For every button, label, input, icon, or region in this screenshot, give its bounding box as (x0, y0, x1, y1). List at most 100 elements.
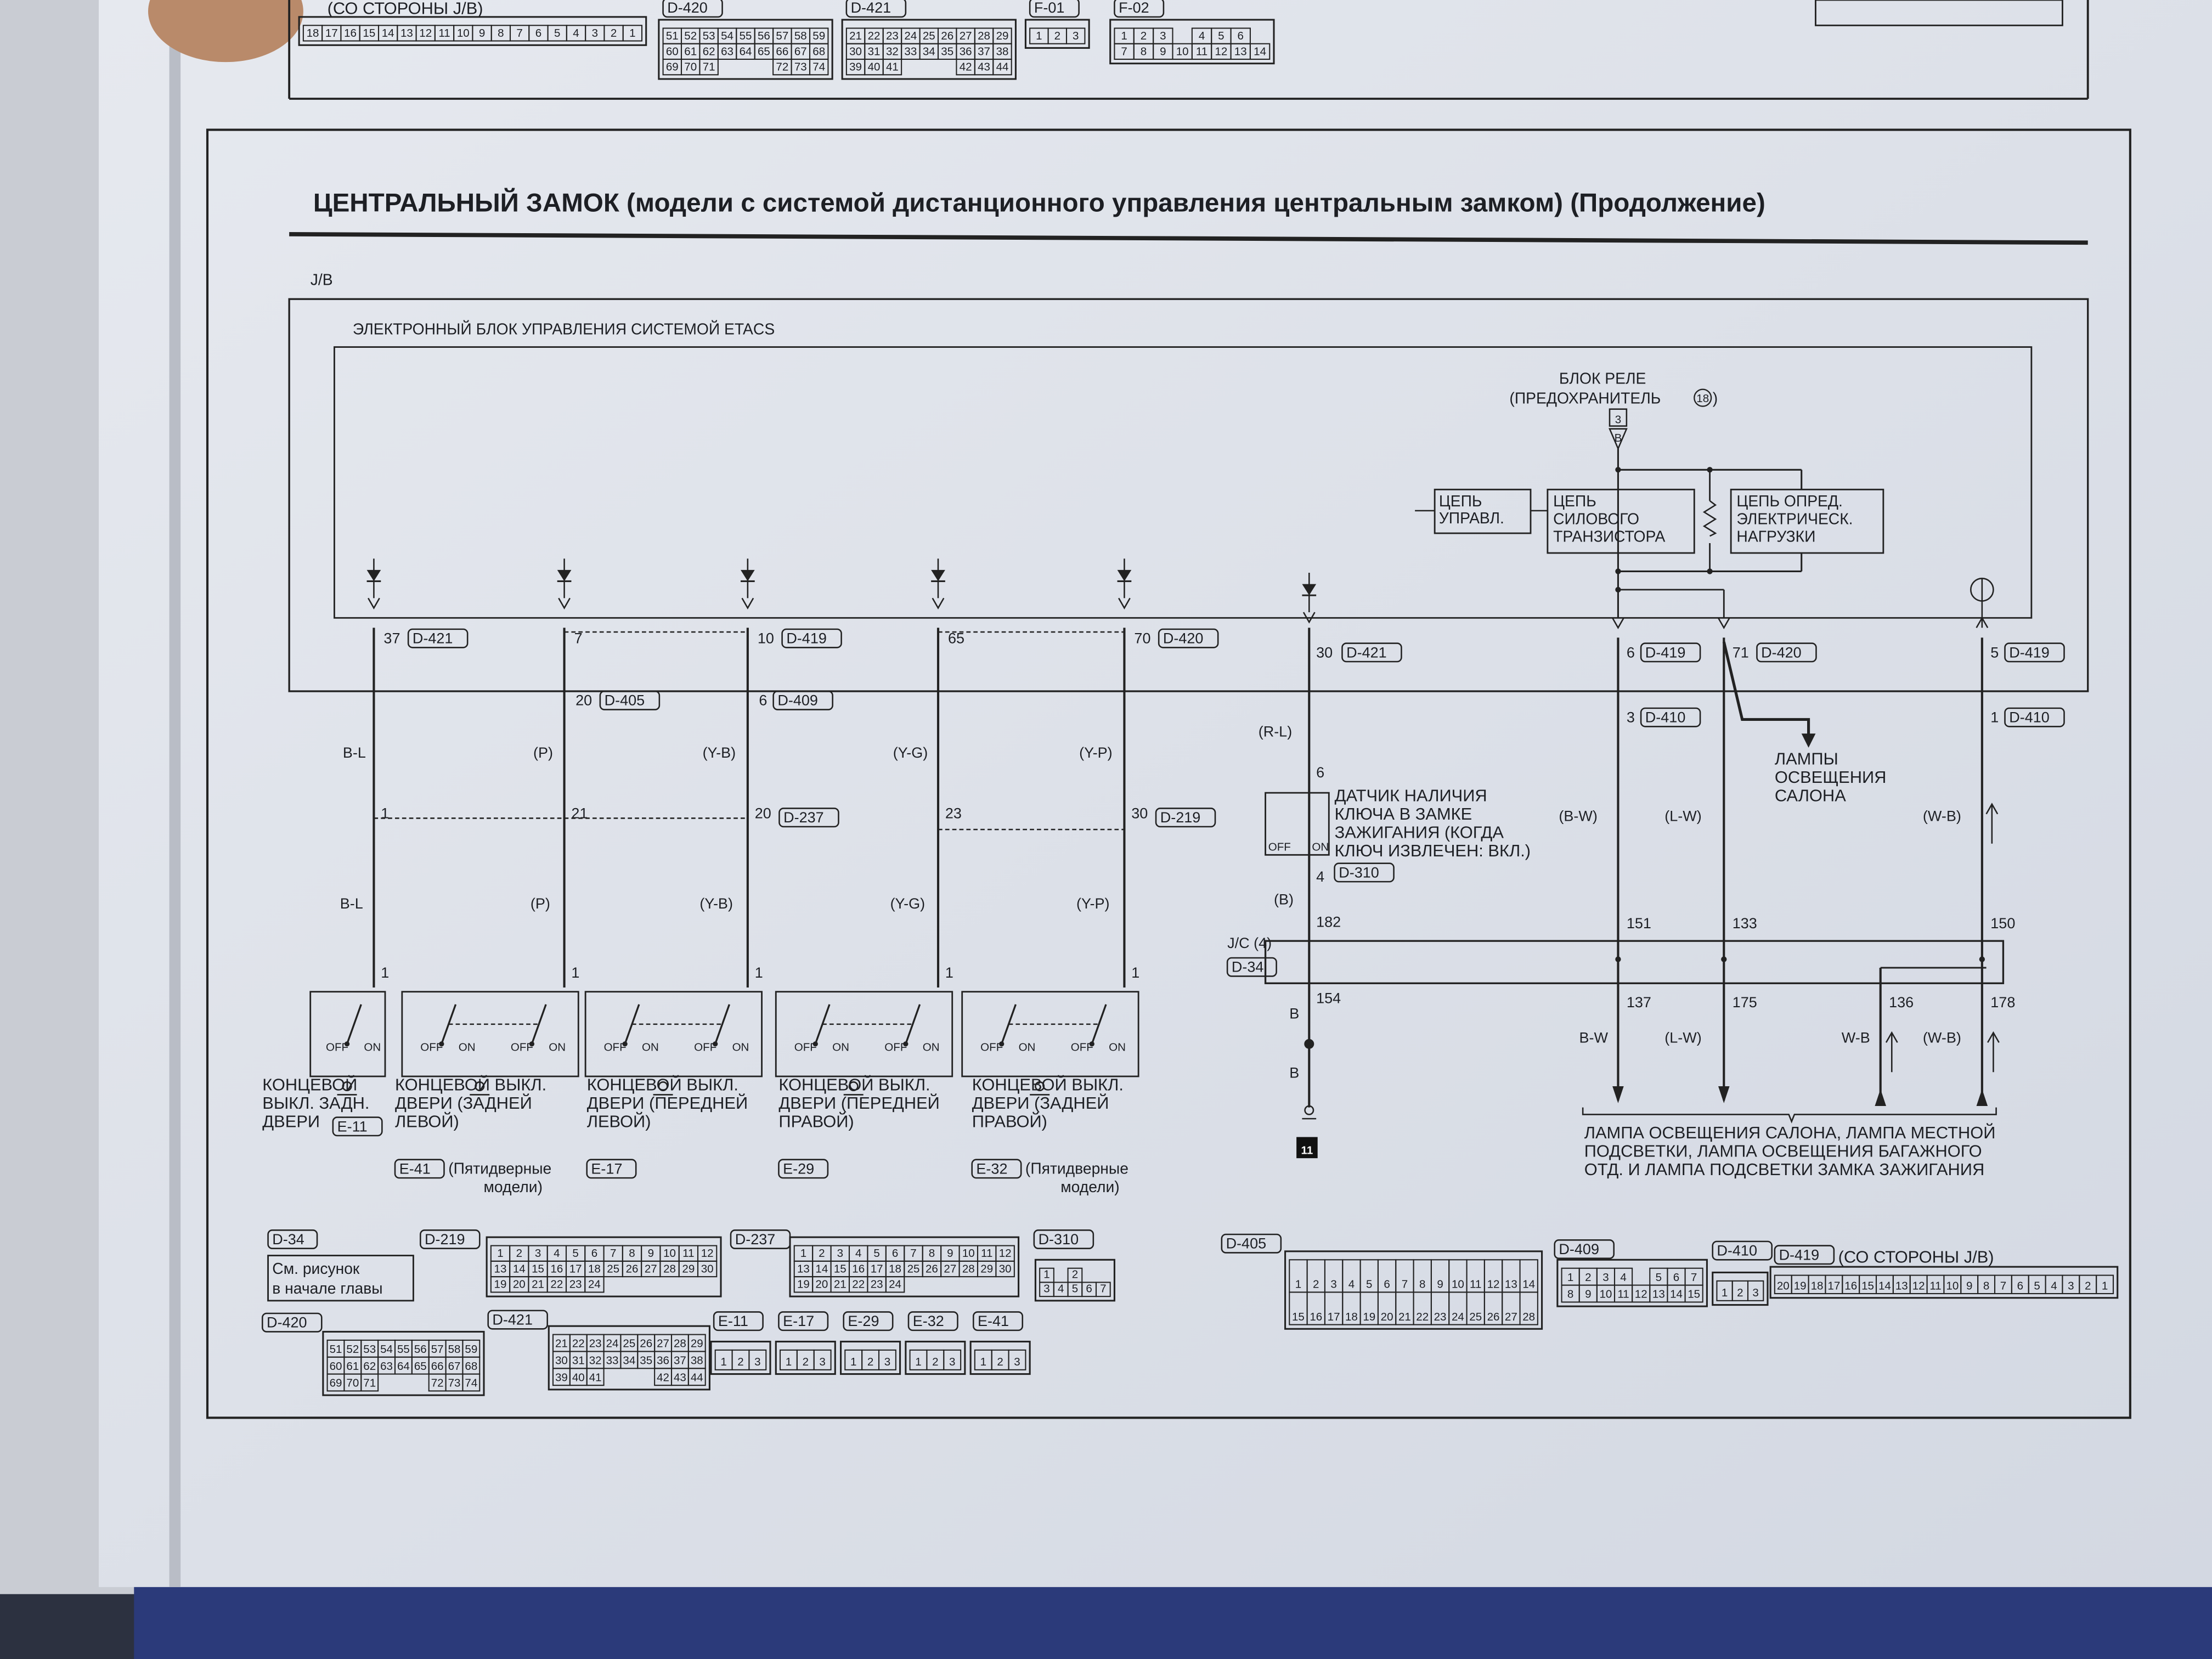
terminal-box (1609, 408, 1628, 427)
connector-housing (1556, 1259, 1708, 1307)
pin-number: 2 (1141, 30, 1147, 42)
diagram-frame (206, 128, 2131, 1419)
connector-tag-frame (971, 1159, 1022, 1179)
ground-point-badge (1296, 1137, 1318, 1159)
pin-cell (885, 1276, 905, 1293)
pin-number: 18 (1345, 1311, 1358, 1323)
connector-tag-frame (907, 1311, 958, 1331)
pin-number: 23 (569, 1278, 582, 1291)
jb-pin: 1 (1990, 709, 1999, 726)
pin: 6 (1316, 764, 1324, 781)
pin-number: 4 (554, 1247, 560, 1260)
connector-label: E-41 (978, 1313, 1009, 1329)
pin-number: 67 (448, 1360, 461, 1373)
switch-connector-tag: E-29 (783, 1160, 814, 1177)
connector-side-note: (СО СТОРОНЫ J/B) (1838, 1247, 1994, 1266)
pin-number: 23 (871, 1278, 883, 1291)
switch-connector-tag: E-41 (399, 1160, 431, 1177)
jc-out-pin: 178 (1990, 994, 2015, 1011)
key-sensor-label-line: КЛЮЧА В ЗАМКЕ (1335, 804, 1472, 823)
pin-number: 19 (494, 1278, 507, 1291)
arrow-down-icon (1801, 733, 1816, 748)
pin-number: 24 (1452, 1311, 1464, 1323)
pin-number: 18 (889, 1262, 901, 1275)
junction (1707, 568, 1713, 574)
wire-color-lower: B-L (340, 895, 363, 912)
pin-number: 26 (941, 30, 953, 42)
switch-label-line: ДВЕРИ (ПЕРЕДНЕЙ (778, 1093, 939, 1113)
door-switch-box (961, 991, 1139, 1077)
connector-tag-frame (599, 690, 661, 710)
see-figure-note-box (267, 1255, 414, 1302)
pin-cell (992, 58, 1012, 76)
interior-lamps-label: САЛОНА (1775, 786, 1846, 805)
pin-number: 13 (1652, 1288, 1665, 1301)
connector-tag-frame (1033, 1229, 1094, 1249)
wire-color-lower: W-B (1842, 1029, 1870, 1046)
pin-number: 3 (1330, 1278, 1336, 1291)
mid-pin: 1 (381, 805, 389, 821)
pin-number: 35 (941, 45, 953, 58)
connector-tag-frame (1029, 0, 1080, 18)
pin-number: 25 (907, 1262, 920, 1275)
pin-cell (995, 1260, 1015, 1278)
pin-number: 6 (535, 27, 541, 40)
connector-tag-frame (267, 1229, 318, 1249)
pin-number: 26 (640, 1338, 652, 1350)
connector-tag-frame (662, 0, 723, 18)
connector-housing (298, 16, 647, 46)
pin-number: 1 (629, 27, 635, 40)
pin-number: 27 (645, 1262, 657, 1275)
pin-number: 1 (915, 1356, 921, 1368)
pin-number: 69 (666, 61, 679, 74)
pin-number: 4 (2051, 1279, 2057, 1292)
switch-on-label: ON (364, 1041, 381, 1054)
pin-number: 7 (1691, 1271, 1697, 1284)
pin-number: 2 (1585, 1271, 1591, 1284)
pin-number: 21 (555, 1338, 568, 1350)
top-pin: 70 (1134, 630, 1150, 647)
jc-in-pin: 151 (1627, 915, 1651, 932)
connector-housing (840, 1340, 901, 1375)
signal-arrow-icon (1885, 1031, 1898, 1043)
pin-number: 12 (1487, 1278, 1500, 1291)
pin-number: 26 (1487, 1311, 1500, 1323)
wire-color-lower: (L-W) (1664, 1029, 1701, 1046)
pin-number: 13 (1234, 45, 1247, 58)
relay-label: (ПРЕДОХРАНИТЕЛЬ (1509, 389, 1661, 407)
switch-contact (905, 1004, 921, 1045)
connector-housing (1284, 1250, 1543, 1330)
pin-number: 56 (758, 30, 770, 42)
terminal-triangle-icon (1609, 428, 1628, 450)
pin-number: 20 (1381, 1311, 1393, 1323)
pin-cell (882, 58, 902, 76)
jc-in-pin: 133 (1733, 915, 1757, 932)
connector-label: D-419 (1779, 1246, 1820, 1263)
pin-number: 38 (996, 45, 1009, 58)
mid-pin: 30 (1131, 805, 1148, 821)
pin-number: 3 (884, 1356, 890, 1368)
top-pin: 10 (758, 630, 774, 647)
connector-tag-frame (2004, 642, 2065, 663)
top-connector-tag: D-419 (2009, 644, 2050, 661)
pin-cell (622, 25, 643, 42)
pin-number: 44 (691, 1371, 703, 1384)
interior-lamps-label: ЛАМПЫ (1775, 749, 1838, 769)
pin-number: 71 (363, 1377, 376, 1390)
pin-number: 8 (929, 1247, 935, 1260)
pin-number: 11 (1470, 1278, 1481, 1291)
see-figure-note: См. рисунок (272, 1260, 360, 1277)
pin-number: 9 (947, 1247, 953, 1260)
pin-number: 1 (786, 1356, 792, 1368)
switch-pivot (529, 1041, 535, 1047)
switch-off-label: OFF (1071, 1041, 1093, 1054)
wire-color-upper: (W-B) (1923, 808, 1961, 825)
wire-color-upper: (Y-B) (703, 744, 736, 761)
key-sensor-box (1265, 792, 1330, 856)
